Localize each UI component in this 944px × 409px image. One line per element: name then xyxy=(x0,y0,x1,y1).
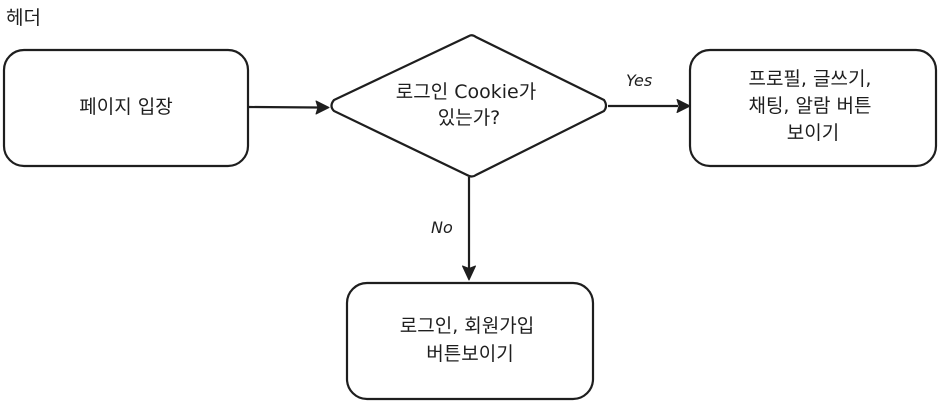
node-check-cookie-label: 로그인 Cookie가 있는가? xyxy=(396,81,543,129)
node-check-cookie[interactable]: 로그인 Cookie가 있는가? xyxy=(330,34,608,178)
node-show-login-label: 로그인, 회원가입 버튼보이기 xyxy=(400,315,541,365)
node-show-login[interactable]: 로그인, 회원가입 버튼보이기 xyxy=(345,281,595,401)
node-show-profile-line: 채팅, 알람 버튼 xyxy=(748,95,871,117)
node-enter-page-label: 페이지 입장 xyxy=(79,96,172,118)
arrow-right-icon xyxy=(676,99,691,113)
edge-enter-to-check-line xyxy=(248,105,319,109)
node-check-cookie-line: 있는가? xyxy=(438,107,501,129)
edge-yes-label: Yes xyxy=(626,71,652,90)
page-title: 헤더 xyxy=(6,7,41,29)
node-enter-page-box xyxy=(2,48,250,168)
node-show-login-line: 버튼보이기 xyxy=(426,343,513,365)
node-show-login-box xyxy=(345,281,595,401)
arrow-right-icon xyxy=(315,100,330,115)
node-show-profile[interactable]: 프로필, 글쓰기, 채팅, 알람 버튼 보이기 xyxy=(688,48,938,168)
node-enter-page[interactable]: 페이지 입장 xyxy=(2,48,250,168)
edge-no-label: No xyxy=(431,218,453,237)
node-check-cookie-line: 로그인 Cookie가 xyxy=(396,81,536,103)
node-show-login-line: 로그인, 회원가입 xyxy=(400,315,534,337)
node-show-profile-label: 프로필, 글쓰기, 채팅, 알람 버튼 보이기 xyxy=(748,68,877,144)
edge-check-to-profile: Yes xyxy=(608,71,691,113)
node-check-cookie-diamond xyxy=(330,34,608,178)
arrow-down-icon xyxy=(462,265,476,281)
node-show-profile-box xyxy=(688,48,938,168)
node-show-profile-line: 프로필, 글쓰기, xyxy=(748,68,871,90)
node-enter-page-line: 페이지 입장 xyxy=(79,96,172,118)
node-show-profile-line: 보이기 xyxy=(787,122,839,144)
edge-enter-to-check xyxy=(248,100,330,115)
edge-check-to-login: No xyxy=(431,177,476,281)
